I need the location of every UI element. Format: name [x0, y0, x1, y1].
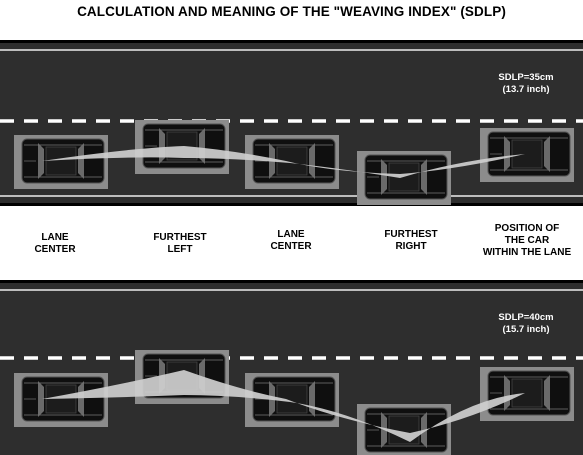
top-car-position-within-lane	[479, 127, 575, 183]
label-furthest-left: FURTHEST LEFT	[153, 232, 207, 255]
bottom-car-position-within-lane	[479, 366, 575, 422]
top-sdlp-value: SDLP=35cm (13.7 inch)	[486, 72, 566, 96]
top-road-lower-edge	[0, 195, 583, 197]
bottom-road-upper-edge	[0, 289, 583, 291]
bottom-sdlp-line2: (15.7 inch)	[502, 324, 550, 335]
label-furthest-right: FURTHEST RIGHT	[384, 229, 438, 252]
bottom-car-lane-center-2	[244, 372, 340, 428]
label-position-within-lane: POSITION OF THE CAR WITHIN THE LANE	[482, 223, 572, 258]
top-sdlp-line1: SDLP=35cm	[498, 72, 554, 83]
top-road-upper-edge	[0, 49, 583, 51]
top-sdlp-line2: (13.7 inch)	[502, 84, 550, 95]
top-weave-path	[42, 146, 525, 178]
bottom-sdlp-line1: SDLP=40cm	[498, 312, 554, 323]
label-lane-center-1: LANE CENTER	[34, 232, 76, 255]
diagram-title: CALCULATION AND MEANING OF THE "WEAVING …	[77, 4, 506, 19]
bottom-car-lane-center-1	[13, 372, 109, 428]
bottom-weave-path	[42, 370, 525, 442]
top-car-furthest-right	[356, 150, 452, 206]
label-lane-center-2: LANE CENTER	[270, 229, 312, 252]
top-car-lane-center-1	[13, 134, 109, 190]
bottom-car-furthest-right	[356, 403, 452, 455]
top-car-lane-center-2	[244, 134, 340, 190]
bottom-sdlp-value: SDLP=40cm (15.7 inch)	[486, 312, 566, 336]
